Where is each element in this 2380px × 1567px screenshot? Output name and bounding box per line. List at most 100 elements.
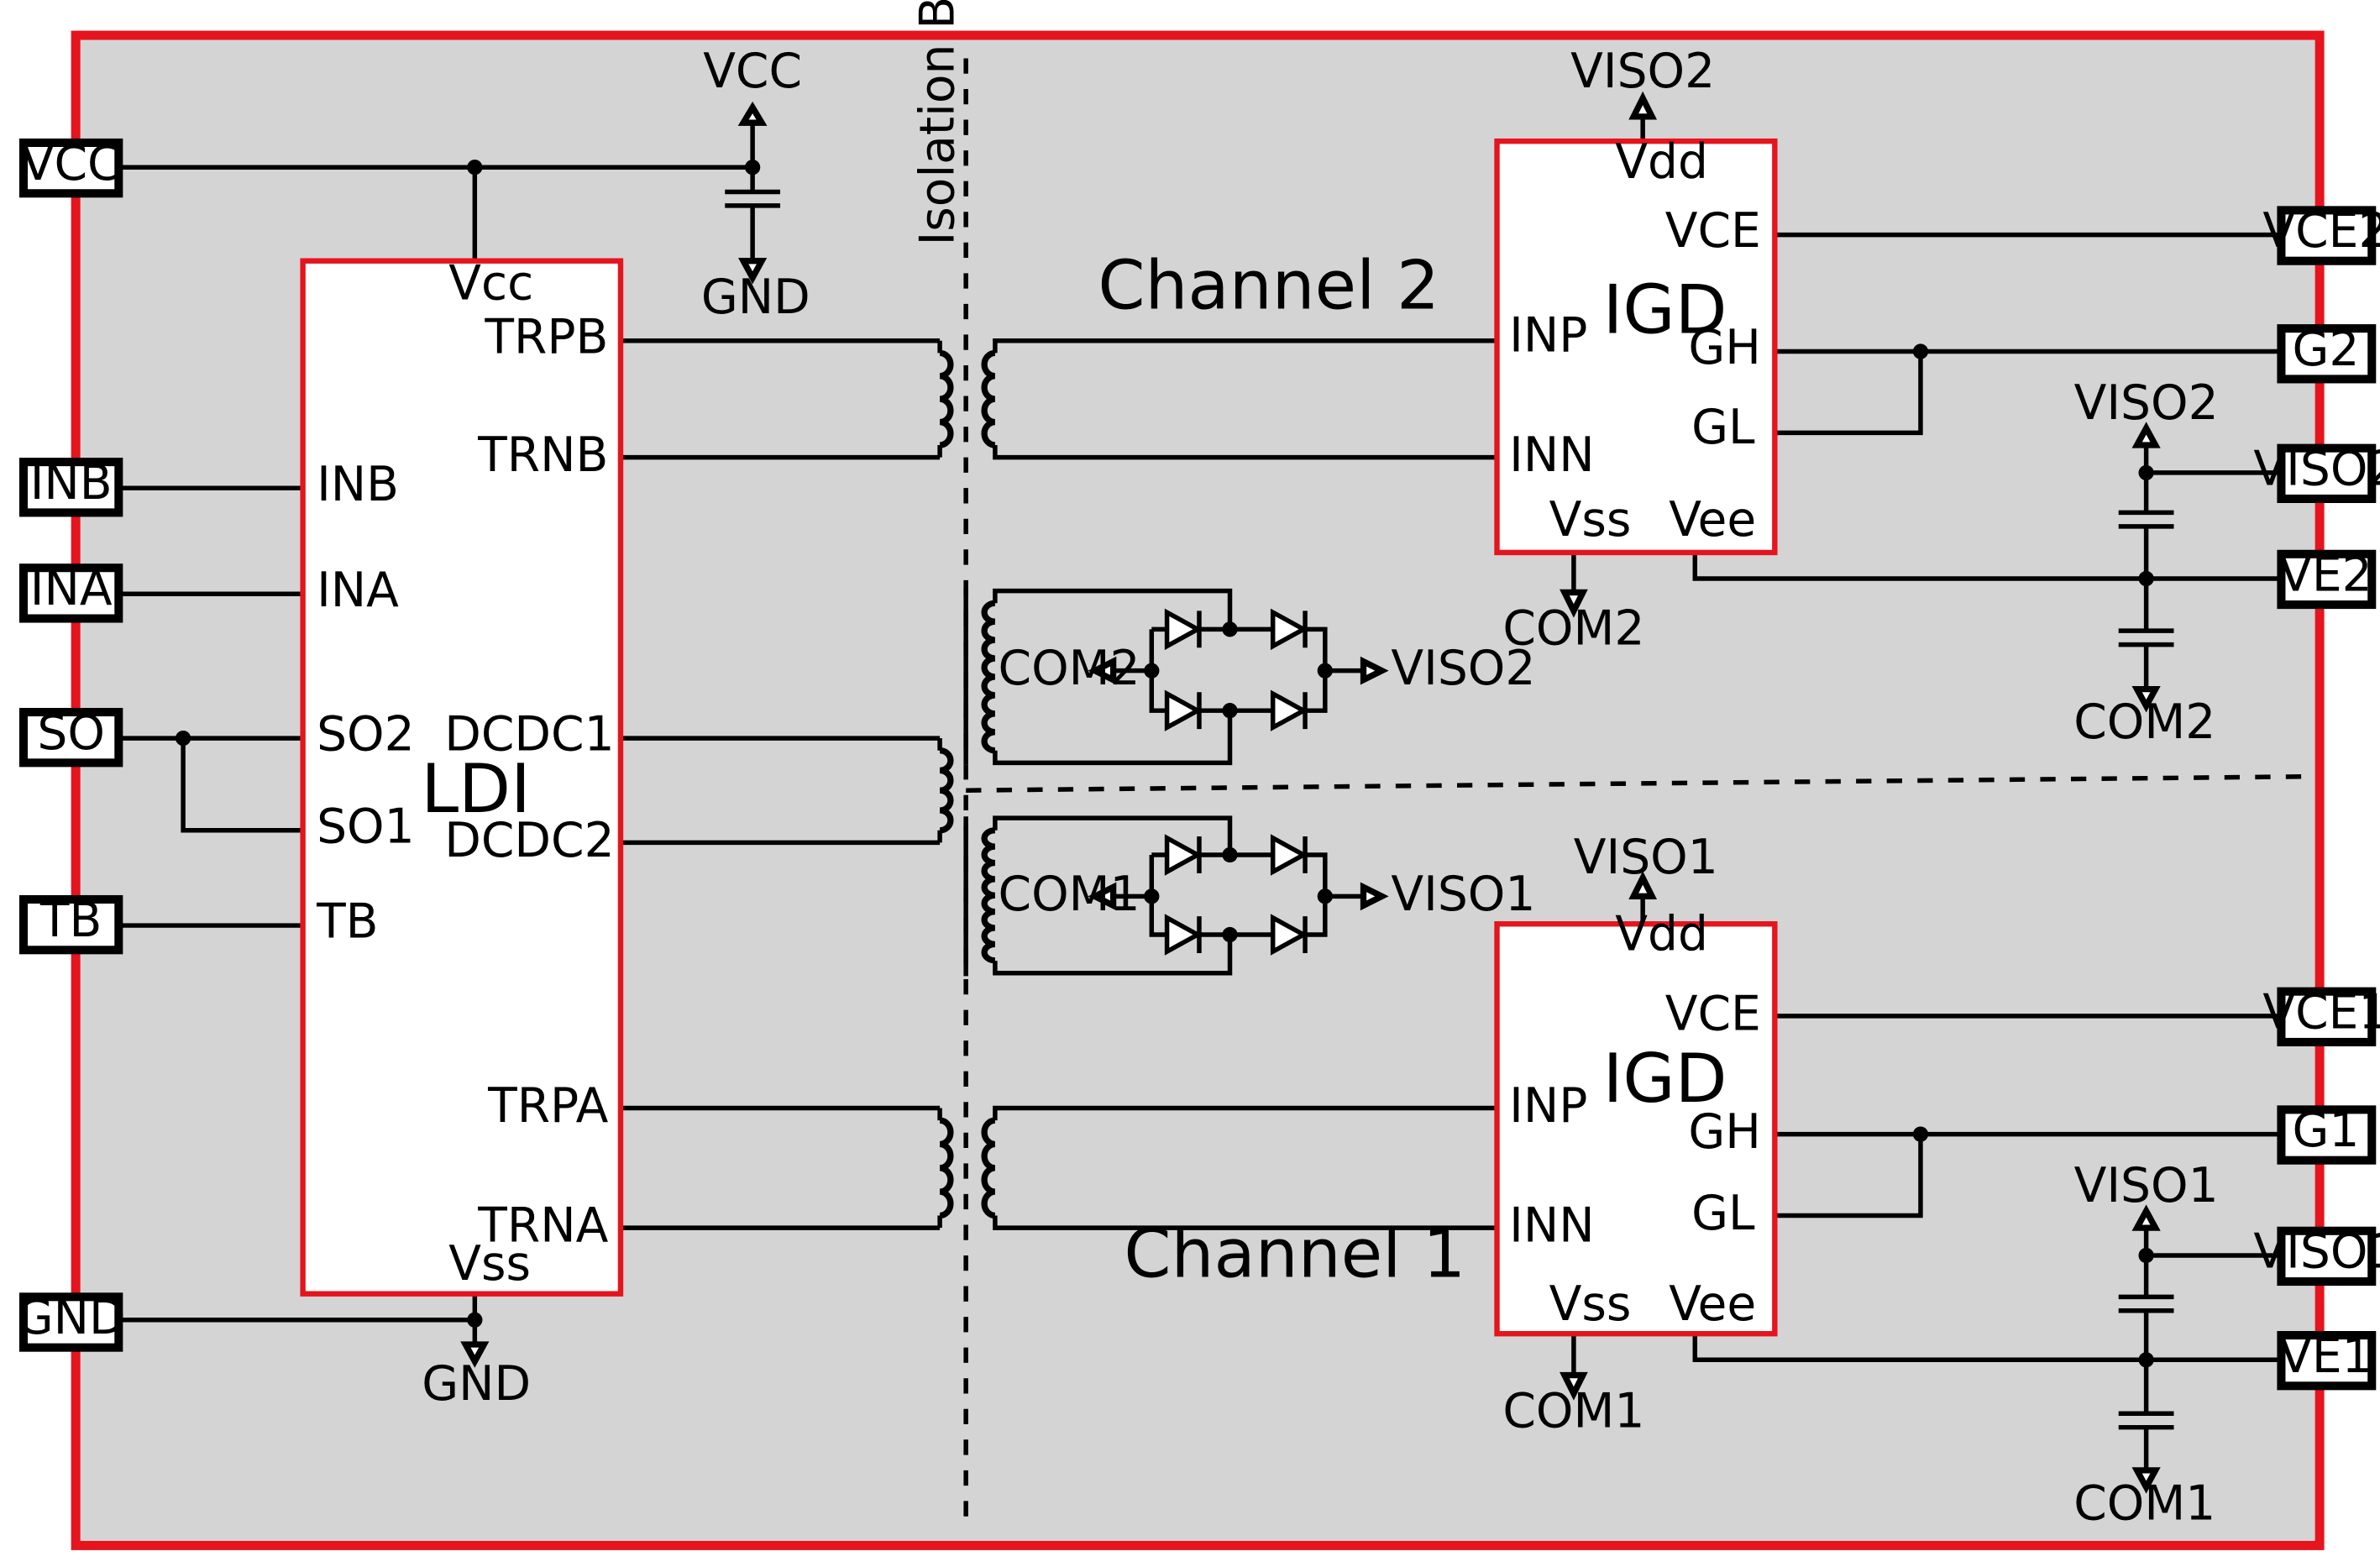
pin-g2-label: G2 — [2292, 322, 2359, 377]
igd2-block — [1494, 138, 1778, 556]
pin-vcc: VCC — [18, 136, 123, 198]
transformer-coil-icon — [939, 349, 996, 448]
supply-arrow-icon — [2131, 1204, 2161, 1231]
com1-igd-label: COM1 — [1502, 1384, 1644, 1439]
ground-arrow-icon — [1088, 656, 1117, 685]
viso1-cap-label: VISO1 — [2074, 1158, 2219, 1213]
igd1-block — [1494, 921, 1778, 1337]
capacitor-icon — [2118, 1411, 2174, 1430]
pin-so-label: SO — [37, 705, 105, 761]
channel-1-label: Channel 1 — [1124, 1214, 1465, 1293]
pin-g1-label: G1 — [2292, 1103, 2359, 1158]
supply-arrow-icon — [1360, 656, 1389, 685]
ldi-pin-ina: INA — [317, 563, 399, 618]
diode-icon — [1270, 914, 1308, 956]
junction-dots — [175, 160, 2154, 1368]
igd1-pin-gh: GH — [1688, 1104, 1760, 1160]
ground-arrow-icon — [1560, 1371, 1588, 1401]
channel-separator-line — [966, 774, 2304, 793]
com1-rect-label: COM1 — [999, 867, 1140, 922]
igd1-title: IGD — [1603, 1039, 1727, 1118]
ground-arrow-icon — [1088, 882, 1117, 911]
ldi-pin-so2: SO2 — [317, 707, 415, 763]
ldi-pin-trnb: TRNB — [477, 427, 608, 483]
supply-arrow-icon — [737, 101, 768, 126]
igd2-pin-gl: GL — [1691, 400, 1755, 455]
pin-g2: G2 — [2277, 322, 2377, 384]
igd2-pin-vdd: Vdd — [1615, 134, 1708, 190]
viso1-igd-label: VISO1 — [1574, 830, 1718, 885]
rectifier-bridge-lower — [1164, 834, 1308, 956]
diode-icon — [1164, 689, 1203, 731]
igd2-pin-gh: GH — [1688, 320, 1760, 375]
igd1-pin-inp: INP — [1509, 1078, 1587, 1134]
igd1-pin-vee: Vee — [1669, 1276, 1756, 1332]
supply-arrow-icon — [1628, 871, 1658, 899]
pin-viso2: VISO2 — [2253, 442, 2380, 504]
com2-cap-label: COM2 — [2073, 694, 2215, 750]
pin-inb: INB — [18, 455, 123, 517]
com1-cap-label: COM1 — [2073, 1475, 2215, 1531]
capacitor-icon — [725, 189, 781, 208]
supply-arrow-icon — [1628, 91, 1658, 120]
ldi-pin-trpb: TRPB — [484, 309, 608, 364]
diode-icon — [1270, 834, 1308, 876]
transformer-coil-icon — [939, 1117, 996, 1219]
igd2-pin-vss: Vss — [1549, 492, 1632, 548]
viso2-igd-label: VISO2 — [1570, 44, 1715, 99]
pin-viso2-label: VISO2 — [2253, 442, 2380, 497]
ground-arrow-icon — [460, 1341, 490, 1368]
rectifier-bridge-upper — [1164, 608, 1308, 731]
ldi-block — [300, 258, 624, 1297]
igd2-pin-inp: INP — [1509, 308, 1587, 364]
capacitor-icon — [2118, 628, 2174, 647]
ground-arrow-icon — [2131, 1467, 2161, 1494]
pin-tb: TB — [18, 893, 123, 955]
pin-ina-label: INA — [30, 561, 113, 616]
viso2-rect-label: VISO2 — [1391, 641, 1535, 696]
igd2-title: IGD — [1603, 270, 1727, 349]
viso1-rect-label: VISO1 — [1391, 867, 1535, 922]
ground-arrow-icon — [1560, 589, 1588, 618]
igd1-pin-vss: Vss — [1549, 1276, 1632, 1332]
viso2-cap-label: VISO2 — [2074, 375, 2219, 431]
isolation-barrier-label: Isolation Barrier — [910, 0, 966, 245]
com2-rect-label: COM2 — [999, 641, 1140, 696]
pin-vce2: VCE2 — [2262, 203, 2380, 265]
com2-igd-label: COM2 — [1502, 601, 1644, 657]
igd2-pin-vee: Vee — [1669, 492, 1756, 548]
diode-icon — [1270, 608, 1308, 651]
pin-ina: INA — [18, 561, 123, 623]
pin-inb-label: INB — [30, 455, 113, 511]
pin-viso1: VISO1 — [2253, 1224, 2380, 1287]
ground-arrow-icon — [738, 258, 768, 285]
capacitor-icon — [2118, 510, 2174, 529]
ground-arrow-icon — [2131, 685, 2161, 713]
pin-gnd: GND — [17, 1290, 126, 1352]
vcc-supply-label: VCC — [703, 44, 802, 99]
pin-gnd-label: GND — [17, 1290, 126, 1345]
ldi-pin-dcdc2: DCDC2 — [444, 813, 614, 868]
pin-ve2: VE2 — [2277, 548, 2377, 610]
capacitor-icon — [2118, 1294, 2174, 1313]
gnd-cap-label: GND — [701, 270, 810, 325]
ldi-pin-vss: Vss — [448, 1236, 531, 1292]
ldi-pin-trna: TRNA — [477, 1198, 608, 1254]
ldi-pin-dcdc1: DCDC1 — [444, 707, 614, 763]
pin-vcc-label: VCC — [22, 136, 121, 191]
pin-ve2-label: VE2 — [2279, 548, 2372, 603]
diode-icon — [1270, 689, 1308, 731]
pin-g1: G1 — [2277, 1103, 2377, 1165]
diode-icon — [1164, 914, 1203, 956]
supply-arrow-icon — [1360, 882, 1389, 911]
pin-vce1-label: VCE1 — [2262, 985, 2380, 1040]
ldi-pin-vcc: Vcc — [448, 255, 533, 311]
ldi-pin-so1: SO1 — [317, 799, 415, 854]
ldi-pin-tb: TB — [316, 894, 378, 950]
igd2-pin-vce: VCE — [1665, 203, 1761, 259]
supply-arrow-icon — [2131, 422, 2161, 448]
pin-ve1-label: VE1 — [2279, 1329, 2372, 1384]
igd1-pin-vce: VCE — [1665, 986, 1761, 1041]
pin-vce2-label: VCE2 — [2262, 203, 2380, 259]
gnd-ldi-label: GND — [422, 1356, 531, 1412]
